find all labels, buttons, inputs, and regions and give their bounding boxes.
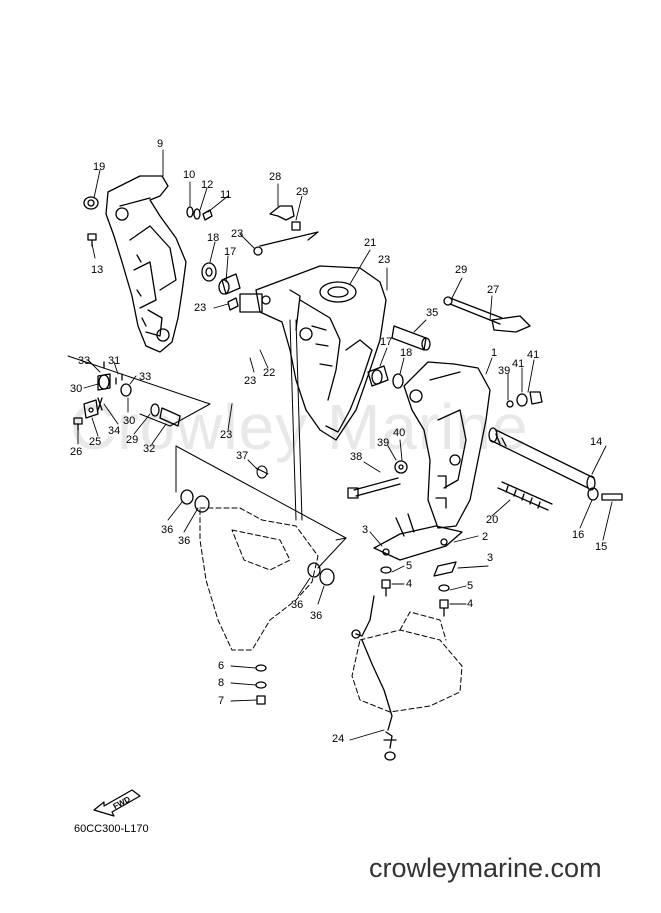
- callout-36-b: 36: [178, 535, 191, 547]
- callout-13: 13: [91, 264, 104, 276]
- callout-32: 32: [143, 443, 156, 455]
- callout-24: 24: [332, 733, 345, 745]
- bushing-and-washer-right: [367, 365, 404, 389]
- threaded-rod: [497, 481, 553, 511]
- callout-1: 1: [491, 347, 498, 359]
- callout-33-right: 33: [139, 371, 152, 383]
- callout-10: 10: [183, 169, 196, 181]
- callout-29-low: 29: [126, 434, 139, 446]
- support-plate: [373, 513, 463, 577]
- callout-29-right: 29: [455, 264, 468, 276]
- bushings-36: [180, 489, 335, 586]
- callout-2: 2: [482, 531, 489, 543]
- callout-35: 35: [426, 307, 439, 319]
- diagram-code: 60CC300-L170: [74, 823, 149, 835]
- long-bolt: [347, 477, 401, 499]
- callout-36-d: 36: [310, 610, 323, 622]
- callout-7: 7: [218, 695, 225, 707]
- fastener-cluster-top-left: [83, 196, 213, 247]
- left-clamp-bracket: [105, 175, 187, 353]
- lower-case-phantom-outline: [199, 507, 463, 713]
- sleeve-part: [391, 325, 431, 351]
- callout-5-left: 5: [406, 560, 413, 572]
- bolts-4-5: [380, 566, 450, 617]
- ground-lead-cable: [351, 595, 397, 761]
- callout-36-c: 36: [291, 599, 304, 611]
- tilt-tube: [488, 427, 596, 491]
- callout-12: 12: [201, 179, 214, 191]
- forward-arrow-icon: FWD: [93, 789, 141, 817]
- callout-5-right: 5: [467, 580, 474, 592]
- callout-18-left: 18: [207, 232, 220, 244]
- callout-3-top: 3: [362, 524, 369, 536]
- tilt-lock-arm: [443, 296, 531, 333]
- callout-14: 14: [590, 436, 603, 448]
- callout-38: 38: [350, 451, 363, 463]
- callout-3-bottom: 3: [487, 552, 494, 564]
- callout-34: 34: [108, 425, 121, 437]
- callout-11: 11: [220, 189, 232, 201]
- callout-17-left: 17: [224, 246, 237, 258]
- callout-23-top: 23: [231, 228, 244, 240]
- callout-28: 28: [269, 171, 282, 183]
- callout-16: 16: [572, 529, 585, 541]
- callout-8: 8: [218, 677, 225, 689]
- callout-41-b: 41: [527, 349, 540, 361]
- callout-36-a: 36: [161, 524, 174, 536]
- callout-41-a: 41: [512, 358, 525, 370]
- callout-33-left: 33: [78, 355, 91, 367]
- callout-19: 19: [93, 161, 106, 173]
- callout-23-right: 23: [378, 254, 391, 266]
- reference-panels: [67, 355, 347, 569]
- callout-31: 31: [108, 355, 121, 367]
- callout-9: 9: [157, 138, 164, 150]
- callout-26: 26: [70, 446, 83, 458]
- callout-37: 37: [236, 450, 249, 462]
- callout-17-right: 17: [380, 336, 393, 348]
- callout-30-left: 30: [70, 383, 83, 395]
- leader-lines: [77, 149, 613, 741]
- callout-23-low: 23: [220, 429, 233, 441]
- bushing-and-nut-left: [201, 246, 263, 311]
- site-name: crowleymarine.com: [369, 853, 602, 883]
- tilt-tube-bolt: [587, 487, 623, 501]
- hose-bundle: [255, 319, 303, 521]
- right-clamp-bracket: [403, 361, 491, 529]
- callout-23-left: 23: [194, 302, 207, 314]
- callout-6: 6: [218, 660, 225, 672]
- callout-39-mid: 39: [377, 437, 390, 449]
- callout-4-left: 4: [406, 578, 413, 590]
- callout-39-right: 39: [498, 365, 511, 377]
- callout-25: 25: [89, 436, 102, 448]
- callout-20: 20: [486, 514, 499, 526]
- callout-40: 40: [393, 427, 406, 439]
- callout-29-top: 29: [296, 186, 309, 198]
- callout-27: 27: [487, 284, 500, 296]
- callout-18-right: 18: [400, 347, 413, 359]
- callout-21: 21: [364, 237, 377, 249]
- washers-and-nuts-right: [394, 391, 543, 474]
- swivel-bracket-assembly: [239, 265, 387, 441]
- fasteners-6-7-8: [255, 664, 267, 705]
- callout-4-right: 4: [467, 598, 474, 610]
- callout-23-mid: 23: [244, 375, 257, 387]
- callout-30-right: 30: [123, 415, 136, 427]
- callout-22: 22: [263, 367, 276, 379]
- small-parts-left: [73, 361, 181, 431]
- clip-and-screw-top: [259, 205, 319, 247]
- callout-15: 15: [595, 541, 608, 553]
